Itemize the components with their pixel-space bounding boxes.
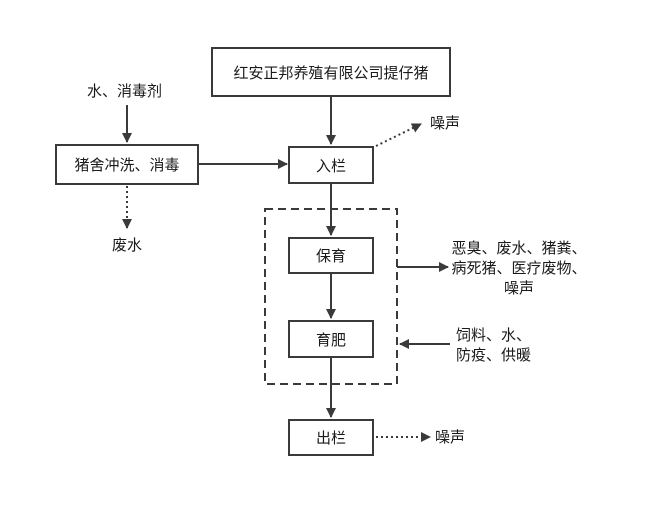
pollutants-label: 恶臭、废水、猪粪、 病死猪、医疗废物、 噪声 — [450, 238, 588, 298]
inputs-label: 饲料、水、 防疫、供暖 — [456, 325, 531, 365]
pollutants-line-1: 恶臭、废水、猪粪、 — [451, 239, 587, 257]
inputs-line-1: 饲料、水、 — [456, 326, 532, 344]
pig-house-wash-disinfect-box: 猪舍冲洗、消毒 — [55, 144, 199, 185]
wastewater-label: 废水 — [112, 236, 143, 254]
noise-exit-label: 噪声 — [435, 428, 466, 446]
fattening-box: 育肥 — [288, 320, 374, 358]
water-disinfectant-label: 水、消毒剂 — [87, 82, 163, 100]
inputs-line-2: 防疫、供暖 — [456, 346, 532, 364]
source-piglets-box: 红安正邦养殖有限公司提仔猪 — [211, 47, 451, 97]
pollutants-line-3: 噪声 — [503, 279, 534, 297]
dotted-arrow-enter-to-noise — [375, 123, 422, 147]
nursery-box: 保育 — [288, 237, 374, 274]
exit-pen-box: 出栏 — [288, 419, 374, 456]
enter-pen-box: 入栏 — [288, 146, 374, 184]
noise-enter-label: 噪声 — [430, 114, 461, 132]
pollutants-line-2: 病死猪、医疗废物、 — [451, 259, 587, 277]
